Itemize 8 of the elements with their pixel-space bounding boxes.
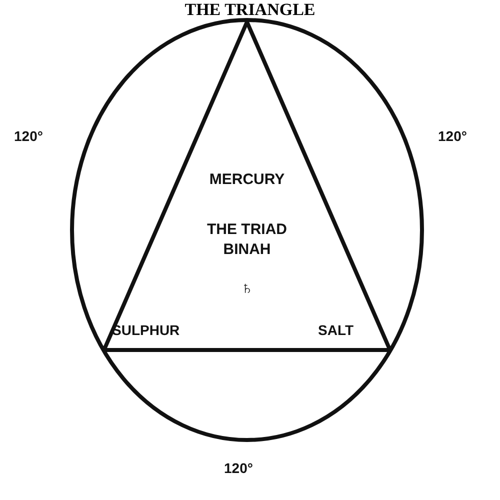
corner-label: SALT xyxy=(318,322,354,338)
node-label: MERCURY xyxy=(208,170,286,190)
saturn-symbol: ♄ xyxy=(239,278,255,298)
angle-label: 120° xyxy=(224,460,253,476)
title: THE TRIANGLE xyxy=(184,0,316,20)
node-label: THE TRIAD BINAH xyxy=(206,220,288,260)
angle-label: 120° xyxy=(438,128,467,144)
angle-label: 120° xyxy=(14,128,43,144)
